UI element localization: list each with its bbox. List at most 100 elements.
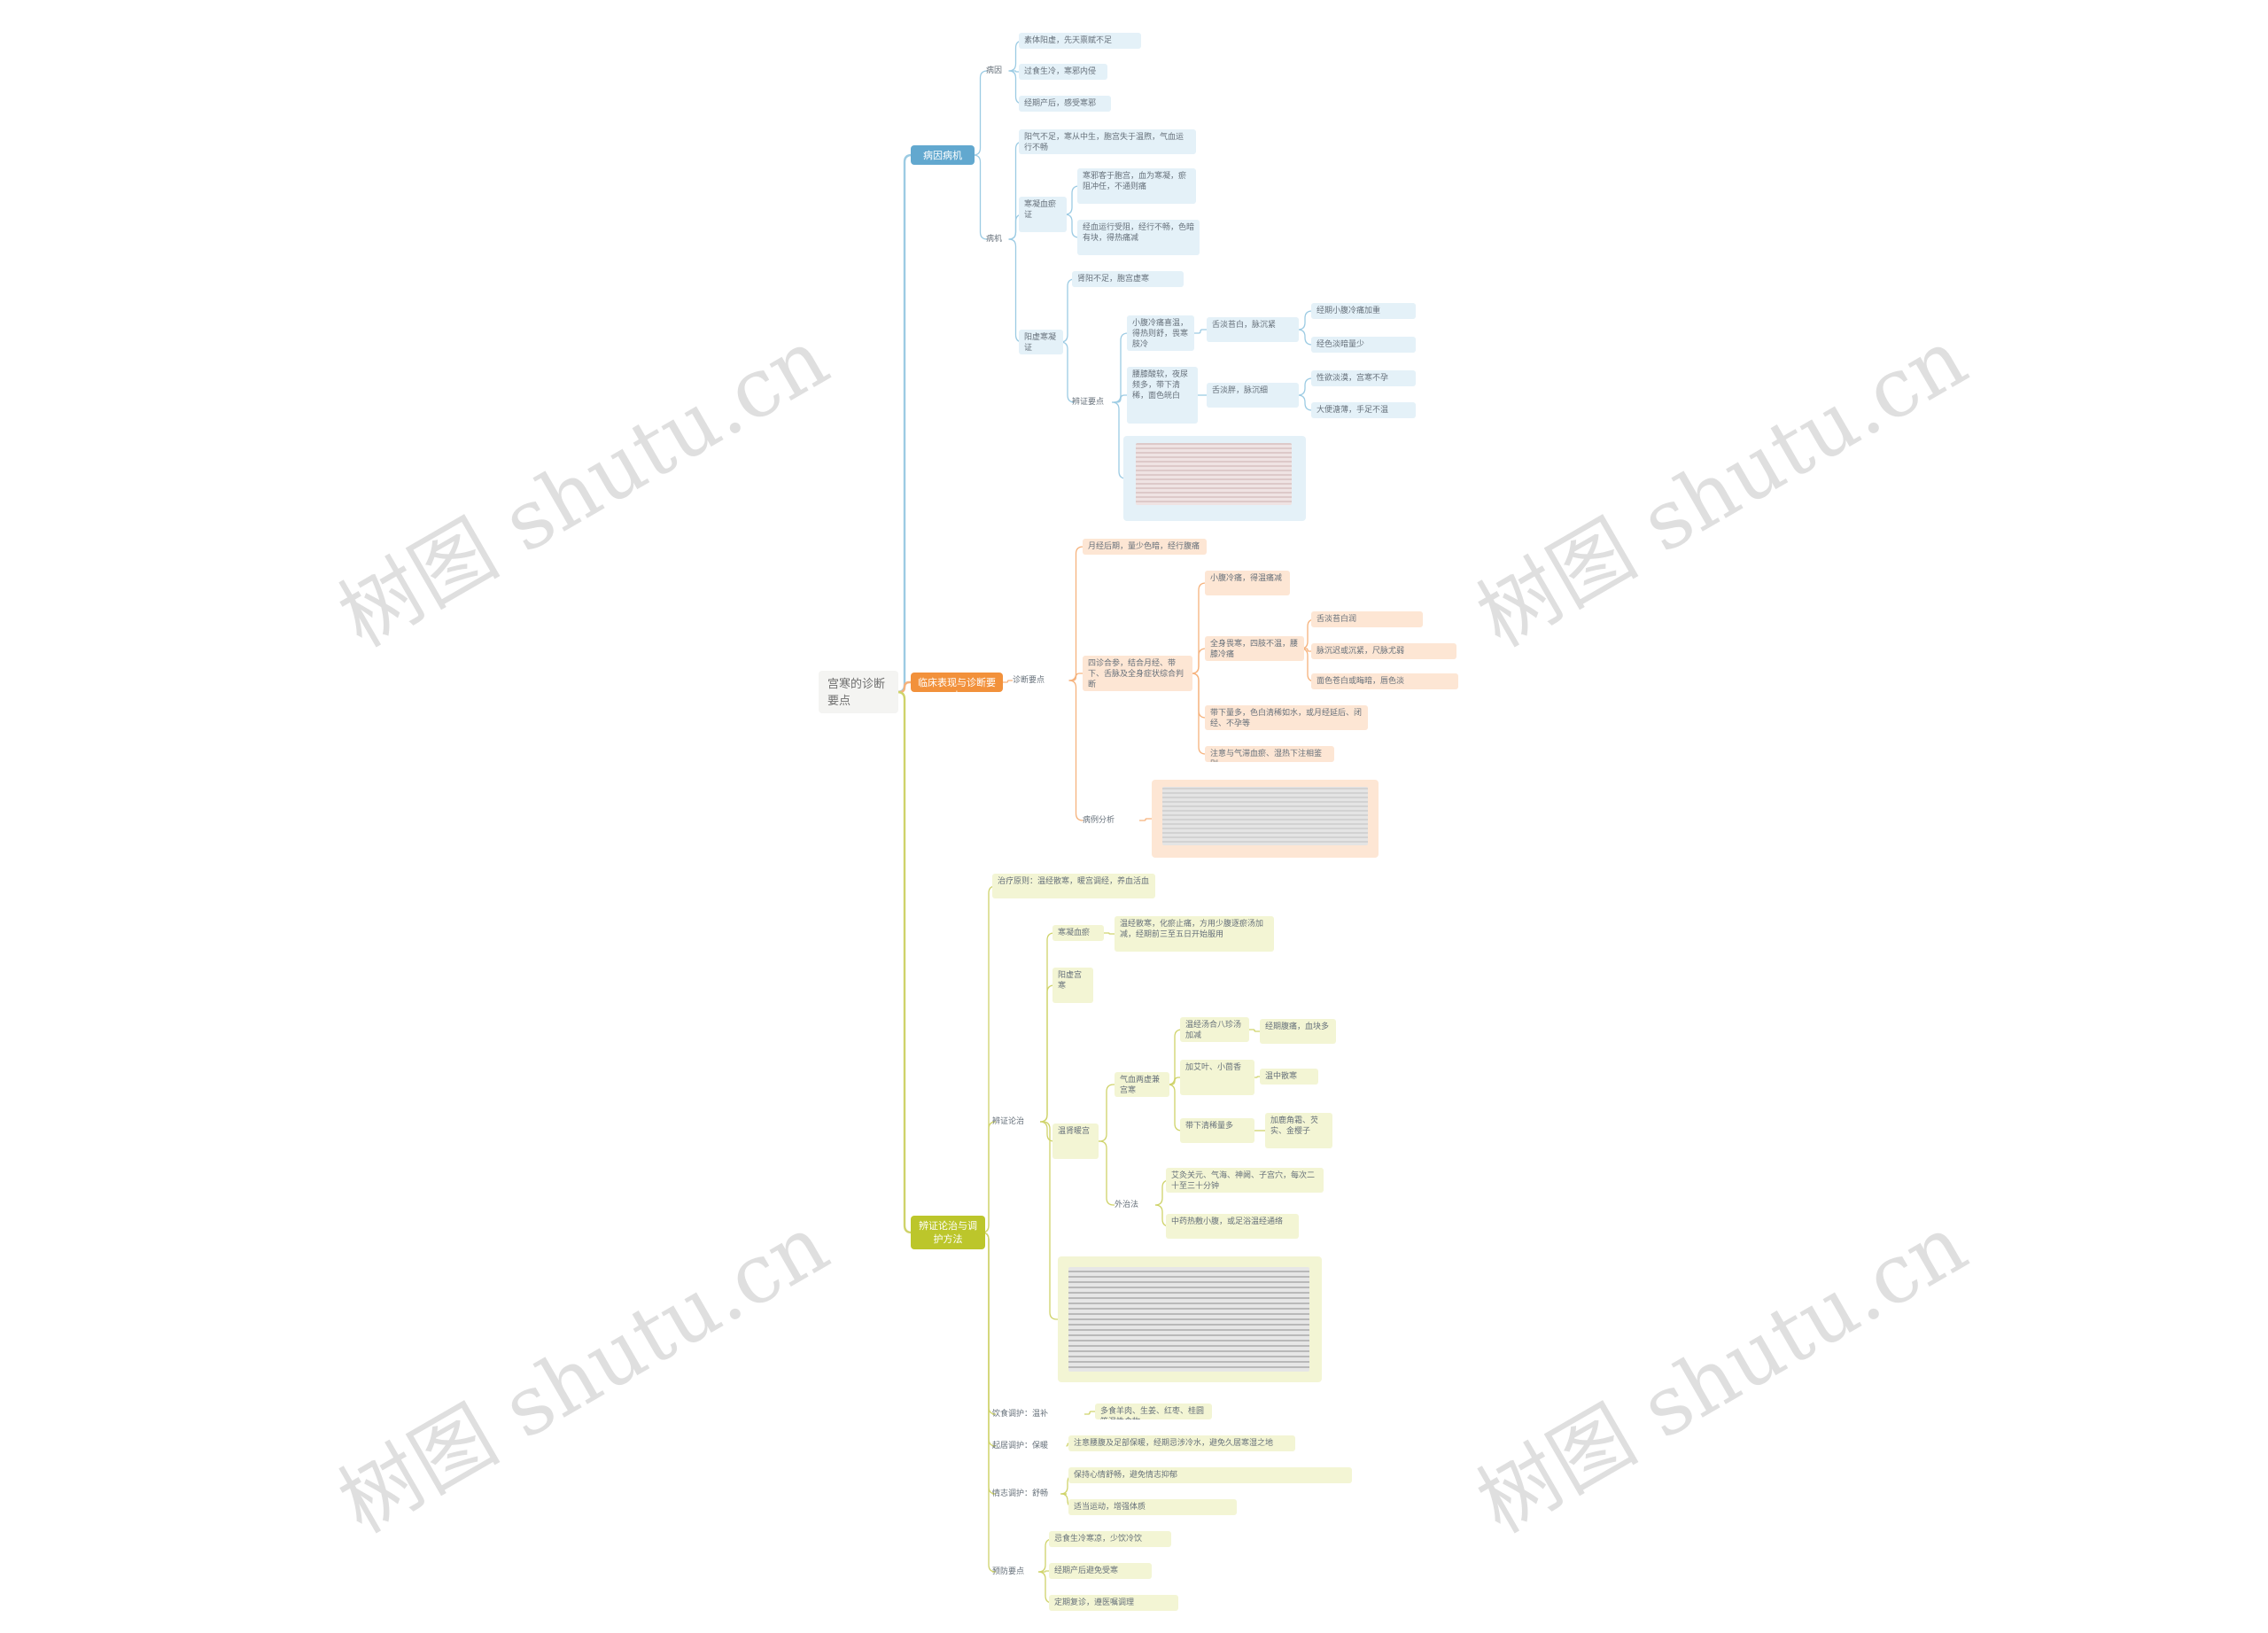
connector-line xyxy=(1064,185,1080,215)
prevention-item[interactable]: 经期产后避免受寒 xyxy=(1049,1563,1152,1579)
key-points-node[interactable]: 辨证要点 xyxy=(1072,398,1105,407)
pathogenesis-detail[interactable]: 经血运行受阻，经行不畅，色暗有块，得热痛减 xyxy=(1077,220,1200,255)
connector-line xyxy=(1013,70,1019,73)
connector-line xyxy=(1304,648,1311,652)
connector-line xyxy=(1113,332,1129,403)
pathogenesis-detail[interactable]: 肾阳不足，胞宫虚寒 xyxy=(1072,271,1184,287)
connector-line xyxy=(1042,1570,1049,1573)
pathogenesis-detail[interactable]: 寒邪客于胞宫，血为寒凝，瘀阻冲任，不通则痛 xyxy=(1077,168,1196,204)
connector-line xyxy=(1099,1084,1115,1142)
diagnosis-item[interactable]: 月经后期，量少色暗，经行腹痛 xyxy=(1083,539,1207,555)
connector-line xyxy=(1249,1029,1260,1032)
root-topic[interactable]: 宫寒的诊断要点 xyxy=(819,671,898,713)
external-therapy-item[interactable]: 艾灸关元、气海、神阙、子宫穴，每次二十至三十分钟 xyxy=(1166,1168,1324,1193)
key-point-leaf[interactable]: 大便溏薄，手足不温 xyxy=(1311,402,1416,418)
pathogenesis-node[interactable]: 病机 xyxy=(986,235,1003,244)
connector-line xyxy=(1104,932,1115,935)
external-therapy-node[interactable]: 外治法 xyxy=(1115,1201,1139,1209)
case-image-frame xyxy=(1152,780,1379,858)
case-image-frame xyxy=(1058,1256,1322,1382)
syndrome-leaf[interactable]: 加鹿角霜、芡实、金樱子 xyxy=(1265,1113,1332,1148)
emotion-care-item[interactable]: 保持心情舒畅，避免情志抑郁 xyxy=(1068,1467,1352,1483)
prevention-node[interactable]: 预防要点 xyxy=(992,1567,1025,1576)
connector-line xyxy=(1115,394,1127,403)
diagnosis-detail[interactable]: 注意与气滞血瘀、湿热下注相鉴别 xyxy=(1205,746,1334,762)
syndrome-item[interactable]: 寒凝血瘀 xyxy=(1052,925,1104,941)
diagnosis-detail[interactable]: 全身畏寒，四肢不温，腰膝冷痛 xyxy=(1205,636,1304,661)
case-analysis-node[interactable]: 病例分析 xyxy=(1083,816,1115,825)
connector-line xyxy=(1039,984,1055,1123)
emotion-care-item[interactable]: 适当运动，增强体质 xyxy=(1068,1499,1237,1515)
pathogenesis-item[interactable]: 阳虚寒凝证 xyxy=(1019,330,1063,354)
external-therapy-item[interactable]: 中药热敷小腹，或足浴温经通络 xyxy=(1166,1214,1299,1239)
syndrome-leaf[interactable]: 经期腹痛，血块多 xyxy=(1260,1019,1336,1044)
prevention-item[interactable]: 忌食生冷寒凉，少饮冷饮 xyxy=(1049,1531,1171,1547)
connector-line xyxy=(1068,680,1084,821)
connector-line xyxy=(1008,238,1023,343)
diagnosis-leaf[interactable]: 脉沉迟或沉紧，尺脉尤弱 xyxy=(1311,643,1456,659)
syndrome-leaf[interactable]: 温经汤合八珍汤加减 xyxy=(1180,1017,1249,1042)
syndrome-leaf[interactable]: 带下清稀量多 xyxy=(1180,1118,1254,1143)
connector-line xyxy=(981,1232,997,1573)
etiology-item[interactable]: 过食生冷，寒邪内侵 xyxy=(1019,64,1107,80)
connector-line xyxy=(1191,673,1207,755)
etiology-item[interactable]: 经期产后，感受寒邪 xyxy=(1019,96,1111,112)
case-image xyxy=(1136,443,1292,505)
case-image xyxy=(1068,1267,1309,1372)
connector-line xyxy=(1042,1121,1058,1320)
diet-care-item[interactable]: 多食羊肉、生姜、红枣、桂圆等温性食物 xyxy=(1095,1404,1212,1419)
connector-line xyxy=(1297,394,1313,411)
diagnosis-leaf[interactable]: 舌淡苔白润 xyxy=(1311,611,1423,627)
diagnosis-detail[interactable]: 小腹冷痛，得温痛减 xyxy=(1205,571,1290,595)
connector-line xyxy=(1060,278,1076,343)
diagnosis-item[interactable]: 四诊合参，结合月经、带下、舌脉及全身症状综合判断 xyxy=(1083,656,1192,691)
syndrome-item[interactable]: 温肾暖宫 xyxy=(1052,1124,1099,1159)
connector-line xyxy=(897,690,913,1234)
connector-line xyxy=(1099,1140,1115,1206)
key-point-detail[interactable]: 舌淡苔白，脉沉紧 xyxy=(1207,317,1299,342)
connector-line xyxy=(1191,648,1207,674)
prevention-item[interactable]: 定期复诊，遵医嘱调理 xyxy=(1049,1595,1178,1611)
connector-line xyxy=(1297,310,1313,330)
syndrome-subitem[interactable]: 气血两虚兼宫寒 xyxy=(1115,1072,1169,1097)
connector-line xyxy=(1064,214,1080,238)
key-point-leaf[interactable]: 经色淡暗量少 xyxy=(1311,337,1416,353)
connector-line xyxy=(1068,546,1084,681)
diet-care-node[interactable]: 饮食调护：温补 xyxy=(992,1410,1049,1419)
etiology-node[interactable]: 病因 xyxy=(986,66,1003,75)
daily-care-item[interactable]: 注意腰腹及足部保暖，经期忌涉冷水，避免久居寒湿之地 xyxy=(1068,1435,1295,1451)
syndrome-leaf[interactable]: 加艾叶、小茴香 xyxy=(1180,1060,1254,1095)
connector-line xyxy=(973,70,988,156)
branch-treatment[interactable]: 辨证论治与调护方法 xyxy=(911,1216,985,1249)
connector-line xyxy=(1297,329,1313,346)
case-image-frame xyxy=(1123,436,1306,521)
case-image xyxy=(1162,787,1368,845)
daily-care-node[interactable]: 起居调护：保暖 xyxy=(992,1442,1049,1450)
emotion-care-node[interactable]: 情志调护：舒畅 xyxy=(992,1489,1049,1498)
treatment-principle[interactable]: 治疗原则：温经散寒，暖宫调经，养血活血 xyxy=(992,874,1155,898)
branch-diagnosis[interactable]: 临床表现与诊断要点 xyxy=(911,673,1003,692)
connector-line xyxy=(1169,1077,1180,1085)
diagnosis-node[interactable]: 诊断要点 xyxy=(1013,676,1045,685)
connector-line xyxy=(897,153,913,694)
connector-line xyxy=(973,154,988,240)
connector-line xyxy=(1069,673,1083,681)
connector-line xyxy=(1194,329,1207,334)
key-point-detail[interactable]: 舌淡胖，脉沉细 xyxy=(1207,383,1299,408)
pathogenesis-item[interactable]: 寒凝血瘀证 xyxy=(1019,197,1067,232)
key-point[interactable]: 腰膝酸软，夜尿频多，带下清稀，面色㿠白 xyxy=(1127,367,1198,424)
key-point[interactable]: 小腹冷痛喜温，得热则舒，畏寒肢冷 xyxy=(1127,315,1194,351)
syndrome-node[interactable]: 辨证论治 xyxy=(992,1117,1025,1126)
branch-etiology[interactable]: 病因病机 xyxy=(911,145,975,165)
syndrome-detail[interactable]: 温经散寒，化瘀止痛，方用少腹逐瘀汤加减，经期前三至五日开始服用 xyxy=(1115,916,1274,952)
key-point-leaf[interactable]: 性欲淡漠，宫寒不孕 xyxy=(1311,370,1416,386)
diagnosis-detail[interactable]: 带下量多，色白清稀如水，或月经延后、闭经、不孕等 xyxy=(1205,705,1368,730)
connector-line xyxy=(1084,1411,1095,1415)
diagnosis-leaf[interactable]: 面色苍白或晦暗，唇色淡 xyxy=(1311,673,1458,689)
key-point-leaf[interactable]: 经期小腹冷痛加重 xyxy=(1311,303,1416,319)
etiology-item[interactable]: 素体阳虚，先天禀赋不足 xyxy=(1019,33,1141,49)
connector-line xyxy=(1297,377,1313,396)
syndrome-leaf[interactable]: 温中散寒 xyxy=(1260,1069,1318,1085)
pathogenesis-item[interactable]: 阳气不足，寒从中生，胞宫失于温煦，气血运行不畅 xyxy=(1019,129,1196,154)
